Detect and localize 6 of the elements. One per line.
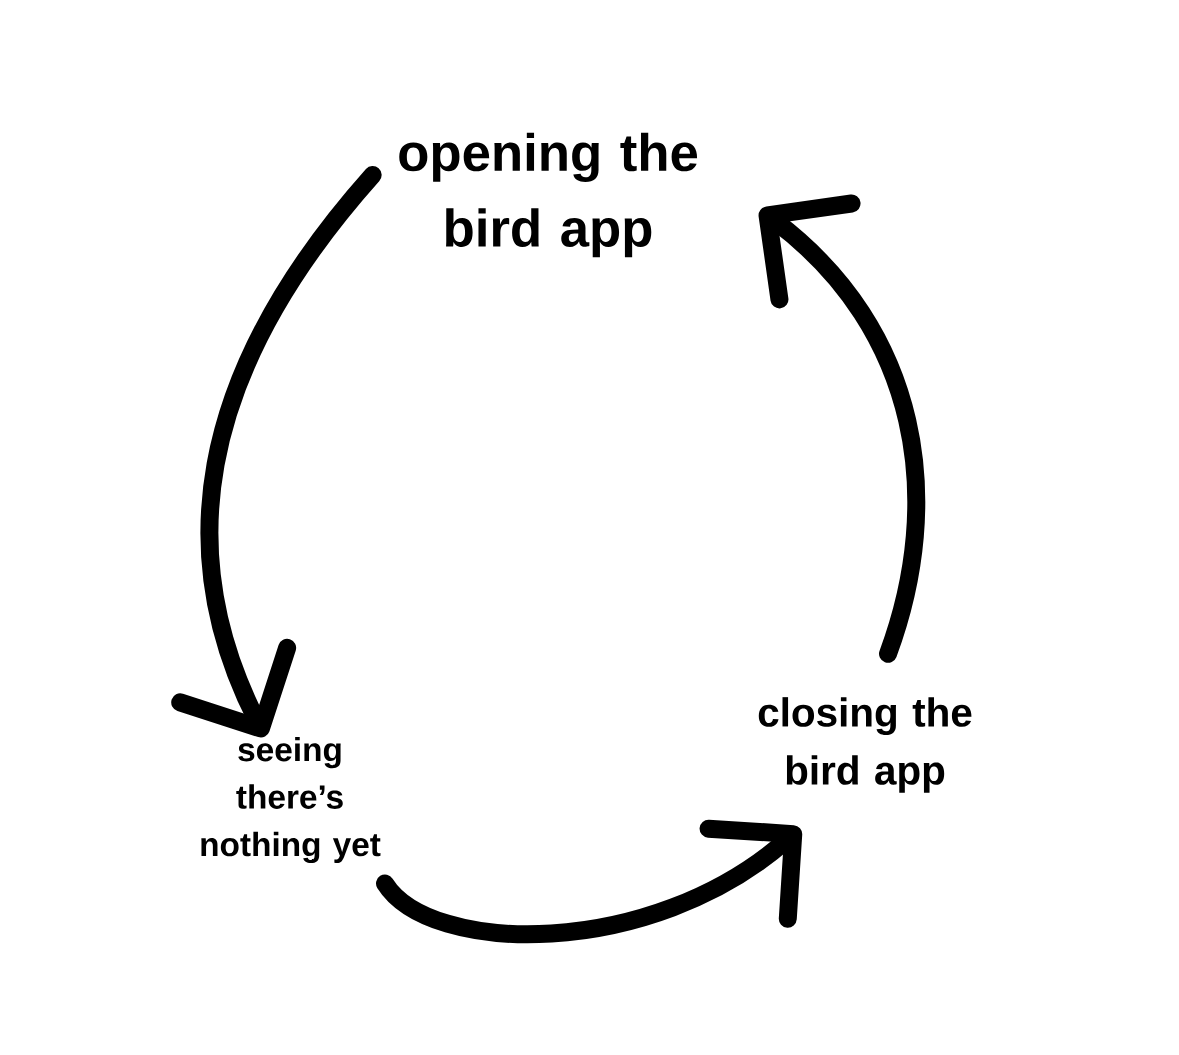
curved-arrow [376, 819, 803, 943]
cycle-step-text: seeing there’s nothing yet [201, 736, 381, 864]
curved-arrow [171, 166, 382, 738]
cycle-step-text: closing the bird app [758, 697, 972, 793]
curved-arrow [758, 194, 926, 663]
cycle-step-text: opening the bird app [399, 132, 698, 258]
